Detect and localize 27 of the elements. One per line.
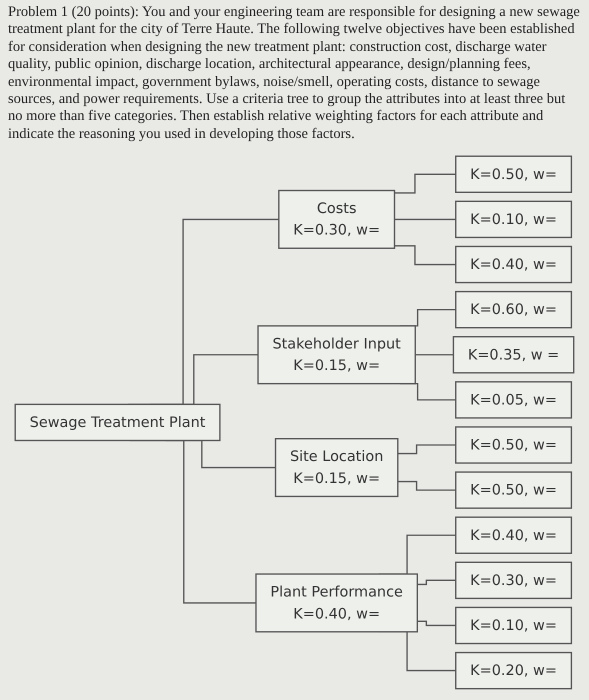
connector <box>398 444 456 454</box>
node-box <box>257 325 416 384</box>
criteria-tree: Sewage Treatment Plant Costs K=0.30, w= K=0.50, w= K=0.10, w= K=0.40, w= Stakeholder Input K=0.15, w= K=0.60, w= K=0.35, w = K=0.05, w= Site Location K=0.15, w= K=0.50, w= K=0.50, w= Plant Performance K=0.40, w= K=0.40, w= K=0.30, w= K=0.10, w= K=0.20, w= <box>8 149 581 696</box>
node-box <box>14 404 221 442</box>
node-box <box>255 574 418 633</box>
connector <box>394 174 456 194</box>
connector <box>417 620 456 626</box>
node-box <box>274 438 398 498</box>
node-box <box>455 652 572 690</box>
node-box <box>455 516 572 554</box>
problem-statement: Problem 1 (20 points): You and your engineering team are responsible for designing a new sewage treatment plant for the city of Terre Haute. The following twelve objectives have been established for consideration when designing the new treatment plant: construction cost, discharge water quality, public opinion, discharge location, architectural appearance, design/planning fees, environmental impact, government bylaws, noise/smell, operating costs, distance to sewage sources, and power requirements. Use a criteria tree to group the attributes into at least three but no more than five categories. Then establish relative weighting factors for each attribute and indicate the reasoning you used in developing those factors. <box>8 4 581 144</box>
connector <box>394 245 456 266</box>
node-box <box>455 472 572 509</box>
node-box <box>278 190 396 250</box>
connector <box>415 354 454 356</box>
node-box <box>455 156 572 194</box>
node-box <box>452 336 574 374</box>
node-box <box>455 291 572 328</box>
connector <box>398 480 456 491</box>
node-box <box>455 200 572 238</box>
connector <box>394 218 456 220</box>
connector <box>417 580 456 586</box>
node-box <box>455 606 572 644</box>
node-box <box>455 246 572 284</box>
node-box <box>455 562 572 600</box>
node-box <box>455 426 572 464</box>
node-box <box>455 381 572 419</box>
